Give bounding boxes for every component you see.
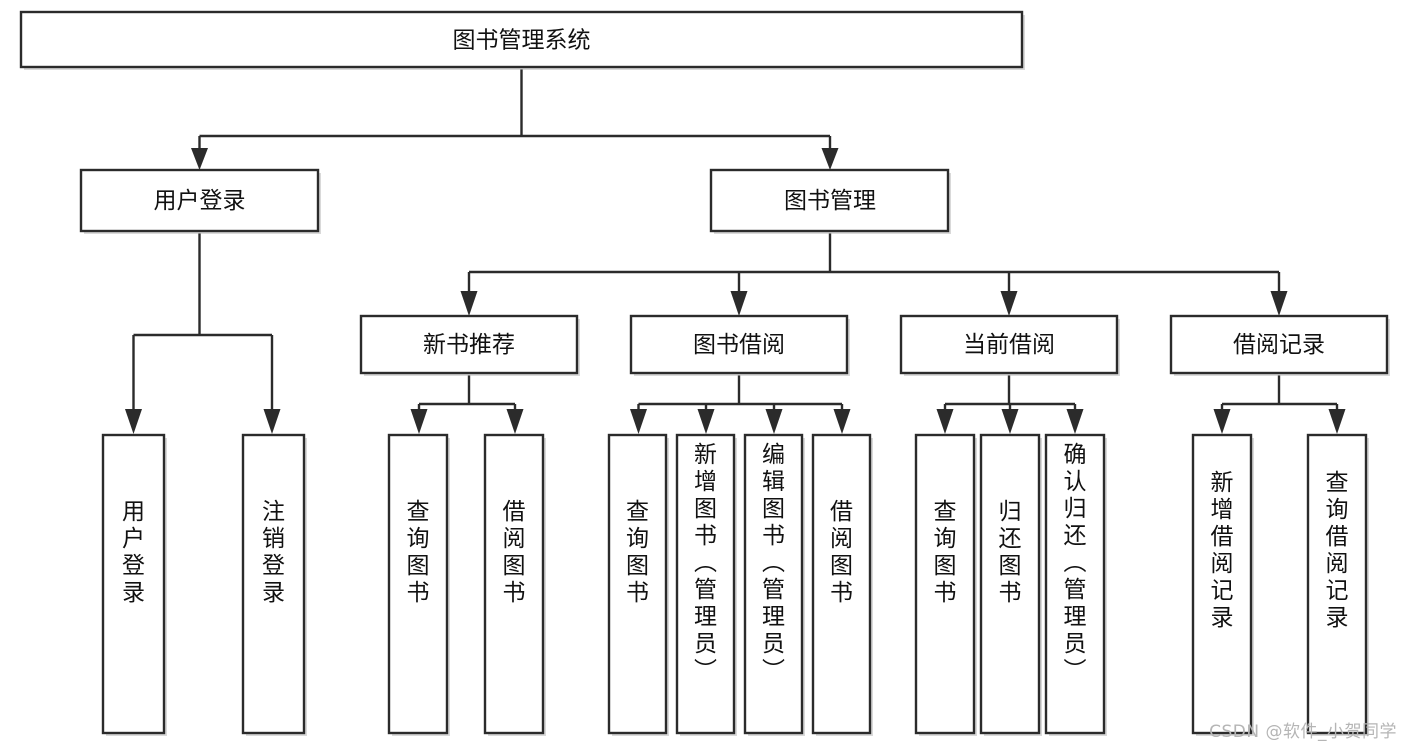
node-book-borrow-box[interactable]: [629, 314, 849, 375]
node-borrow-record-label: 借阅记录: [1233, 332, 1325, 358]
node-new-book-rec[interactable]: 新书推荐: [359, 314, 580, 376]
node-leaf-query-book-3-label: 查询图书: [934, 499, 957, 606]
arrow-head-leaf-return-book: [1001, 409, 1019, 434]
arrow-head-leaf-borrow-book-1: [506, 409, 524, 434]
arrow-head-leaf-query-record: [1328, 409, 1346, 434]
node-root-label: 图书管理系统: [453, 28, 591, 54]
arrow-head-leaf-add-record: [1213, 409, 1231, 434]
node-leaf-return-book-box[interactable]: [979, 433, 1041, 735]
node-leaf-edit-book[interactable]: 编辑图书︵管理员︶: [743, 433, 805, 736]
node-user-login-label: 用户登录: [154, 188, 246, 214]
arrow-head-user-login: [191, 148, 208, 170]
node-borrow-record[interactable]: 借阅记录: [1169, 314, 1390, 376]
node-leaf-confirm-return[interactable]: 确认归还︵管理员︶: [1044, 433, 1107, 736]
node-leaf-logout-label: 注销登录: [262, 499, 285, 606]
arrow-head-book-manage: [821, 148, 839, 170]
connector-layer: [125, 69, 1346, 434]
node-leaf-add-book-label: 新增图书︵管理员︶: [694, 442, 717, 684]
node-leaf-user-login[interactable]: 用户登录: [101, 433, 167, 736]
node-book-manage-box[interactable]: [709, 168, 950, 233]
arrow-head-leaf-query-book-3: [936, 409, 954, 434]
node-current-borrow-box[interactable]: [899, 314, 1119, 375]
node-leaf-logout[interactable]: 注销登录: [241, 433, 307, 736]
node-leaf-add-record-label: 新增借阅记录: [1211, 470, 1234, 631]
node-user-login-box[interactable]: [79, 168, 320, 233]
arrow-head-leaf-query-book-1: [410, 409, 428, 434]
node-leaf-add-record-box[interactable]: [1191, 433, 1253, 735]
node-book-borrow-label: 图书借阅: [693, 332, 785, 358]
node-leaf-query-book-2[interactable]: 查询图书: [607, 433, 669, 736]
node-leaf-add-book-box[interactable]: [675, 433, 736, 735]
node-leaf-user-login-label: 用户登录: [122, 499, 145, 606]
node-leaf-query-record-box[interactable]: [1306, 433, 1368, 735]
node-root-box[interactable]: [19, 10, 1024, 69]
arrow-head-borrow-record: [1270, 291, 1288, 316]
arrow-head-leaf-edit-book: [765, 409, 783, 434]
node-leaf-query-record-label: 查询借阅记录: [1326, 470, 1349, 631]
node-root[interactable]: 图书管理系统: [19, 10, 1025, 70]
node-book-manage[interactable]: 图书管理: [709, 168, 951, 234]
arrow-head-current-borrow: [1000, 291, 1018, 316]
arrow-head-leaf-add-book: [697, 409, 715, 434]
node-leaf-borrow-book-1-label: 借阅图书: [503, 499, 526, 606]
node-leaf-borrow-book-2[interactable]: 借阅图书: [811, 433, 873, 736]
node-leaf-query-book-2-box[interactable]: [607, 433, 668, 735]
arrow-head-new-book-rec: [460, 291, 478, 316]
node-leaf-query-record[interactable]: 查询借阅记录: [1306, 433, 1369, 736]
node-new-book-rec-label: 新书推荐: [423, 332, 515, 358]
node-leaf-edit-book-label: 编辑图书︵管理员︶: [762, 442, 785, 684]
arrow-head-leaf-query-book-2: [630, 409, 647, 434]
node-user-login[interactable]: 用户登录: [79, 168, 321, 234]
node-leaf-user-login-box[interactable]: [101, 433, 166, 735]
node-leaf-borrow-book-1[interactable]: 借阅图书: [483, 433, 546, 736]
node-leaf-confirm-return-label: 确认归还︵管理员︶: [1064, 442, 1087, 684]
node-borrow-record-box[interactable]: [1169, 314, 1389, 375]
node-leaf-confirm-return-box[interactable]: [1044, 433, 1106, 735]
arrow-head-leaf-logout: [263, 409, 281, 434]
node-leaf-query-book-1-label: 查询图书: [407, 499, 430, 606]
node-leaf-logout-box[interactable]: [241, 433, 306, 735]
node-leaf-query-book-3[interactable]: 查询图书: [914, 433, 977, 736]
node-leaf-add-book[interactable]: 新增图书︵管理员︶: [675, 433, 737, 736]
node-book-manage-label: 图书管理: [784, 188, 876, 214]
node-leaf-add-record[interactable]: 新增借阅记录: [1191, 433, 1254, 736]
node-book-borrow[interactable]: 图书借阅: [629, 314, 850, 376]
node-new-book-rec-box[interactable]: [359, 314, 579, 375]
node-leaf-query-book-3-box[interactable]: [914, 433, 976, 735]
node-leaf-edit-book-box[interactable]: [743, 433, 804, 735]
node-leaf-query-book-1-box[interactable]: [387, 433, 449, 735]
node-leaf-return-book[interactable]: 归还图书: [979, 433, 1042, 736]
arrow-head-leaf-borrow-book-2: [833, 409, 851, 434]
node-leaf-return-book-label: 归还图书: [999, 499, 1022, 606]
arrow-head-book-borrow: [730, 291, 748, 316]
node-current-borrow[interactable]: 当前借阅: [899, 314, 1120, 376]
node-leaf-borrow-book-2-label: 借阅图书: [830, 499, 853, 606]
arrow-head-leaf-user-login: [125, 409, 142, 434]
arrow-head-leaf-confirm-return: [1066, 409, 1084, 434]
csdn-watermark: CSDN @软件_小贺同学: [1209, 722, 1397, 742]
node-leaf-query-book-1[interactable]: 查询图书: [387, 433, 450, 736]
node-leaf-borrow-book-1-box[interactable]: [483, 433, 545, 735]
node-leaf-query-book-2-label: 查询图书: [626, 499, 649, 606]
node-current-borrow-label: 当前借阅: [963, 332, 1055, 358]
node-leaf-borrow-book-2-box[interactable]: [811, 433, 872, 735]
